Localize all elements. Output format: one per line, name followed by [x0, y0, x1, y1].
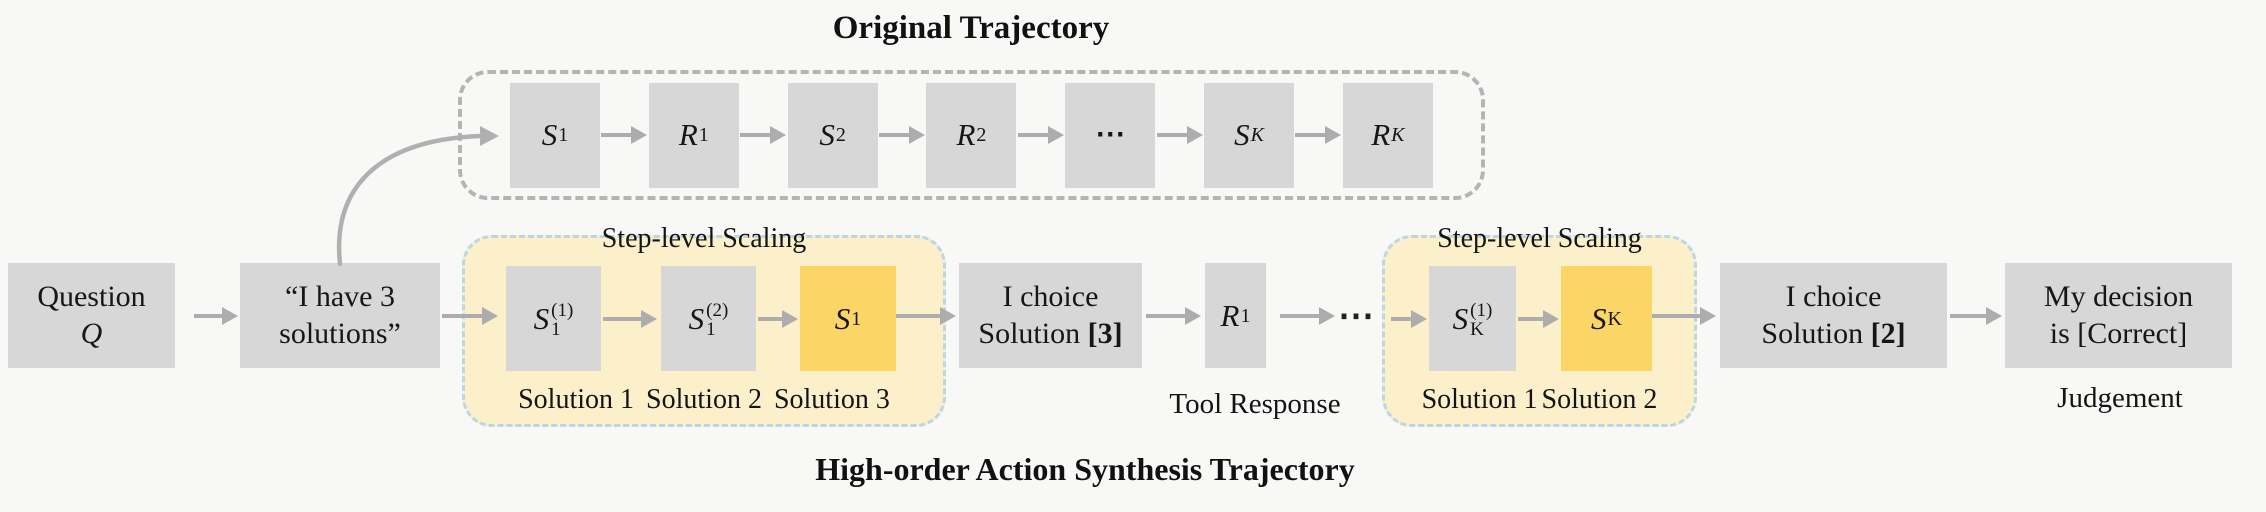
arrow-right-icon — [1295, 125, 1342, 145]
ellipsis: ⋯ — [1338, 295, 1374, 335]
arrow-right-icon — [1017, 125, 1064, 145]
solution-label: Solution 2 — [1541, 384, 1658, 415]
arrow-right-icon — [1518, 309, 1559, 329]
synthesis-trajectory-title: High-order Action Synthesis Trajectory — [815, 451, 1355, 487]
arrow-right-icon — [603, 309, 657, 329]
solution-labels: Solution 1 Solution 2 Solution 3 — [465, 384, 943, 416]
judgement-box: My decision is [Correct] — [2005, 263, 2232, 368]
candidate-step-box-sk-1: S(1)K — [1429, 266, 1516, 371]
step-level-scaling-title: Step-level Scaling — [1437, 223, 1642, 254]
premise-box: “I have 3 solutions” — [240, 263, 440, 368]
arrow-right-icon — [194, 306, 238, 326]
arrow-right-icon — [1156, 125, 1203, 145]
arrow-right-icon — [896, 306, 956, 326]
step-level-scaling-title: Step-level Scaling — [601, 223, 807, 254]
solution-label: Solution 2 — [646, 384, 762, 415]
arrow-right-icon — [1146, 306, 1201, 326]
arrow-right-icon — [1950, 306, 2002, 326]
original-trajectory-title: Original Trajectory — [832, 10, 1110, 46]
solution-label: Solution 1 — [518, 384, 635, 415]
candidate-step-box-s1-2: S(2)1 — [661, 266, 756, 371]
tool-response-label: Tool Response — [1169, 388, 1341, 420]
arrow-right-icon — [601, 125, 648, 145]
arrow-right-icon — [1280, 306, 1335, 326]
arrow-right-icon — [758, 309, 798, 329]
choice-box-2: I choice Solution [2] — [1720, 263, 1947, 368]
choice-box-3: I choice Solution [3] — [959, 263, 1142, 368]
solution-label: Solution 1 — [1421, 384, 1538, 415]
judgement-label: Judgement — [2057, 382, 2183, 414]
arrow-right-icon — [442, 306, 498, 326]
arrow-right-icon — [1652, 306, 1716, 326]
ellipsis-box: ⋯ — [1065, 82, 1156, 188]
solution-labels: Solution 1 Solution 2 — [1385, 384, 1694, 416]
question-box: Question Q — [8, 263, 175, 368]
arrow-right-icon — [879, 125, 926, 145]
arrow-right-icon — [1391, 309, 1427, 329]
candidate-step-box-s1-1: S(1)1 — [506, 266, 601, 371]
solution-label: Solution 3 — [773, 384, 890, 415]
arrow-right-icon — [740, 125, 787, 145]
curved-arrow-to-original-trajectory — [336, 126, 499, 267]
